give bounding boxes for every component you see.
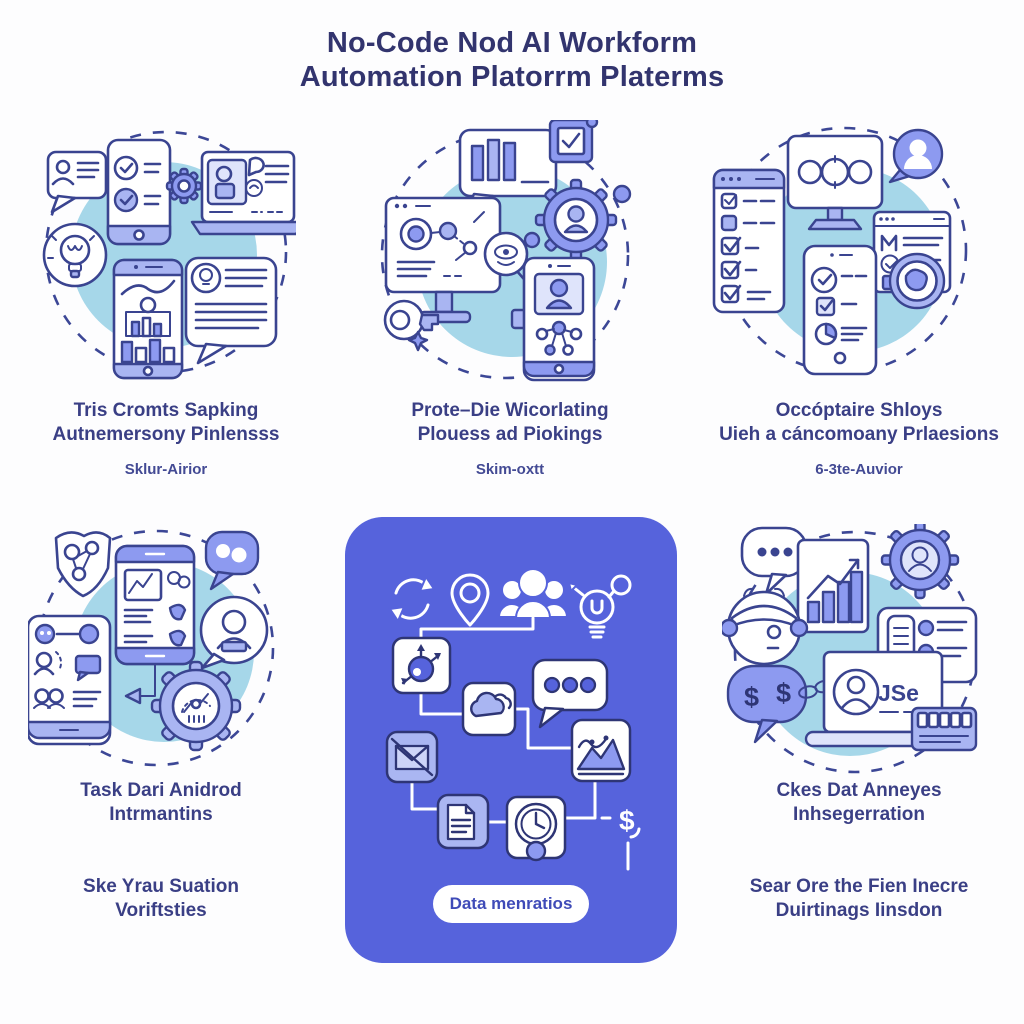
chat-dots-card-icon (531, 658, 609, 729)
node-graph-monitor-icon (384, 196, 502, 324)
connector-line (410, 780, 440, 811)
task-phone-icon (802, 244, 878, 376)
bar-chart-bubble-icon (458, 128, 558, 213)
user-gear-icon (880, 520, 960, 600)
user-speech-circle-icon (199, 595, 269, 670)
caption-line: Duirtinags Iinsdon (775, 900, 943, 921)
document-card-icon (436, 793, 490, 850)
cluster-top-center-illustration (380, 115, 632, 382)
dollar-left-label: $ (744, 682, 759, 712)
caption-line: Prote–Die Wicorlating (411, 400, 609, 421)
icon-cluster-bottom-left (26, 526, 288, 781)
support-agent-head-icon (719, 587, 809, 666)
caption-bottom-right-2: Sear Ore the Fien Inecre Duirtinags Iins… (700, 875, 1018, 923)
caption-bottom-left: Task Dari Anidrod Intrmantins (8, 779, 314, 827)
dollar-right-label: $ (776, 678, 791, 708)
blocked-mail-card-icon (385, 730, 439, 784)
location-pin-icon (450, 573, 490, 627)
subcaption-top-right: 6-3te-Auvior (815, 461, 903, 478)
caption-top-center: Prote–Die Wicorlating Plouess ad Pioking… (356, 399, 664, 447)
workflow-panel: $ Data menratios (345, 517, 677, 963)
caption-line: Plouess ad Piokings (417, 424, 603, 445)
caption-top-right: Occóptaire Shloys Uieh a cáncomoany Prla… (698, 399, 1020, 447)
sync-arrows-icon (388, 574, 436, 624)
caption-line: Sear Ore the Fien Inecre (749, 876, 969, 897)
contacts-phone-icon (26, 614, 112, 746)
idea-bulb-icon (567, 574, 632, 639)
gear-analytics-icon (150, 660, 242, 752)
subcaption-top-center: Skim-oxtt (475, 461, 545, 478)
cluster-bottom-left-illustration (26, 529, 275, 767)
analytics-phone-icon (112, 258, 184, 380)
caption-line: Ckes Dat Anneyes (776, 780, 942, 801)
title-line2: Automation Platorrm Platerms (299, 61, 725, 93)
key-badge-icon (383, 299, 440, 352)
caption-bottom-right: Ckes Dat Anneyes Inhsegerration (700, 779, 1018, 827)
team-chat-bubble-icon (204, 530, 260, 591)
caption-line: Intrmantins (109, 804, 213, 825)
connector-line (563, 779, 597, 820)
branch-node-card-icon (391, 636, 452, 695)
shield-nodes-icon (54, 531, 112, 598)
caption-line: Voriftsties (115, 900, 207, 921)
checklist-card-icon (712, 168, 786, 314)
user-avatar-bubble-icon (888, 128, 944, 184)
subcaption-top-left: Sklur-Airior (124, 461, 208, 478)
trend-chart-card-icon (570, 718, 632, 783)
title-line1: No-Code Nod AI Workform (326, 27, 698, 59)
dots-speech-bubble-icon (740, 526, 808, 596)
caption-line: Autnemersony Pinlensss (52, 424, 280, 445)
clock-card-icon (505, 795, 567, 862)
icon-cluster-top-center (372, 115, 642, 390)
caption-line: Ske Yrau Suation (83, 876, 239, 897)
video-call-phone-icon (510, 256, 596, 382)
icon-cluster-top-right (702, 120, 982, 390)
page-title: No-Code Nod AI Workform Automation Plato… (0, 26, 1024, 94)
caption-top-left: Tris Cromts Sapking Autnemersony Pinlens… (8, 399, 324, 447)
lightbulb-badge-icon (42, 222, 108, 288)
cloud-card-icon (461, 681, 517, 737)
caption-bottom-left-2: Ske Yrau Suation Voriftsties (8, 875, 314, 923)
workflow-illustration: $ (385, 568, 641, 871)
caption-line: Uieh a cáncomoany Prlaesions (719, 424, 999, 445)
icon-cluster-bottom-right: $ $ JSe (719, 520, 1002, 784)
caption-line: Inhsegerration (793, 804, 925, 825)
pill-label: Data menratios (449, 894, 573, 913)
chat-user-bubble-icon (46, 150, 108, 214)
growth-chart-card-icon (796, 538, 870, 634)
data-pill-button: Data menratios (433, 885, 589, 923)
checklist-phone-icon (106, 138, 172, 246)
caption-line: Tris Cromts Sapking (73, 400, 259, 421)
cluster-top-left-illustration (42, 130, 306, 380)
dollar-speech-bubble-icon: $ $ (726, 664, 808, 744)
caption-line: Task Dari Anidrod (80, 780, 242, 801)
laptop-screen-label: JSe (878, 680, 919, 706)
checkbox-chip-icon (548, 115, 599, 164)
gear-icon (165, 167, 203, 205)
connector-line (513, 707, 574, 750)
task-phone-icon (114, 544, 196, 705)
keyboard-module-icon (910, 706, 978, 752)
team-group-icon (497, 568, 569, 619)
dashed-circle (37, 529, 275, 767)
user-gear-icon (523, 178, 632, 262)
icon-cluster-top-left (36, 124, 306, 384)
idea-note-bubble-icon (184, 256, 278, 365)
pipeline-monitor-icon (786, 134, 884, 231)
secure-laptop-icon (190, 150, 306, 236)
connector-line (419, 616, 535, 640)
caption-line: Occóptaire Shloys (775, 400, 943, 421)
globe-badge-icon (888, 252, 946, 310)
panel-dollar-label: $ (619, 805, 635, 836)
cluster-bottom-right-illustration: $ $ JSe (719, 520, 978, 774)
cluster-top-right-illustration (712, 126, 968, 376)
dollar-connector-icon: $ (600, 805, 641, 871)
connector-line (419, 691, 465, 716)
